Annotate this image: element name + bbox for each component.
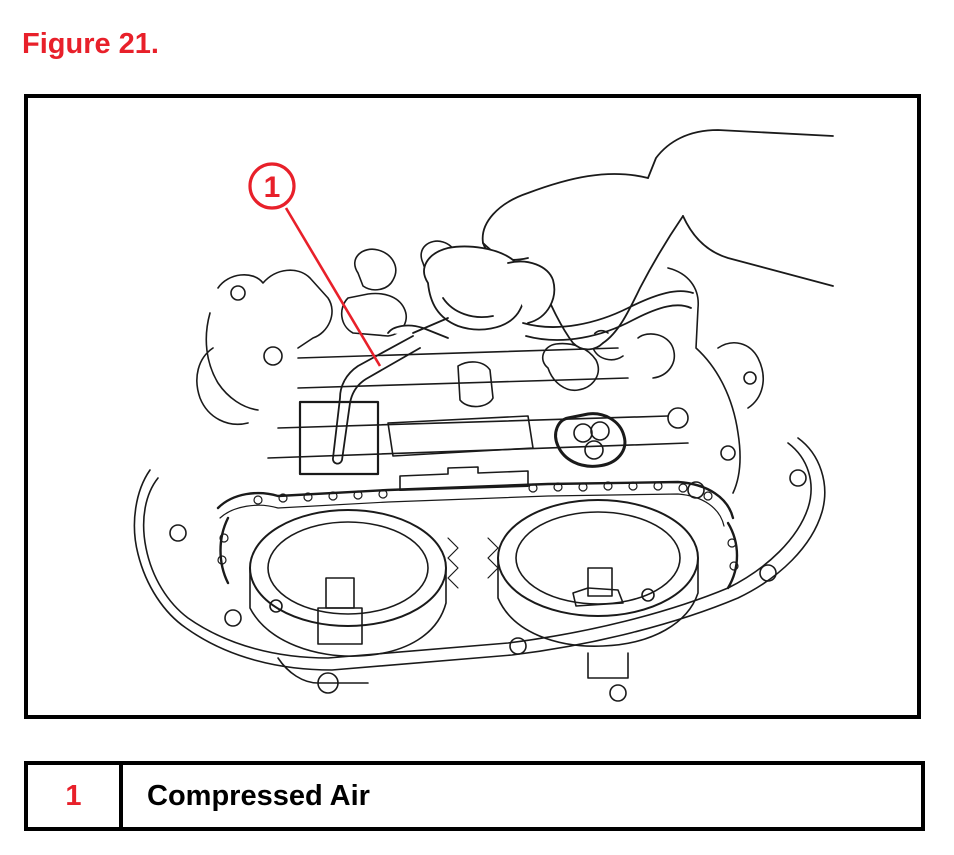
engine-timing-illustration: 1 <box>133 129 834 702</box>
engine-block-lineart <box>133 240 826 702</box>
callout-circle <box>248 162 296 210</box>
callout-1: 1 <box>248 162 382 367</box>
figure-title: Figure 21. <box>22 28 159 60</box>
legend-row-number: 1 <box>28 765 123 827</box>
legend-row-label: Compressed Air <box>147 779 370 812</box>
callout-number: 1 <box>264 171 281 204</box>
diagram-frame: 1 <box>24 94 921 719</box>
air-nozzle-icon <box>332 335 421 465</box>
callout-leader-line <box>284 207 382 367</box>
hand-with-air-gun <box>387 129 834 351</box>
legend-table: 1 Compressed Air <box>24 761 925 831</box>
